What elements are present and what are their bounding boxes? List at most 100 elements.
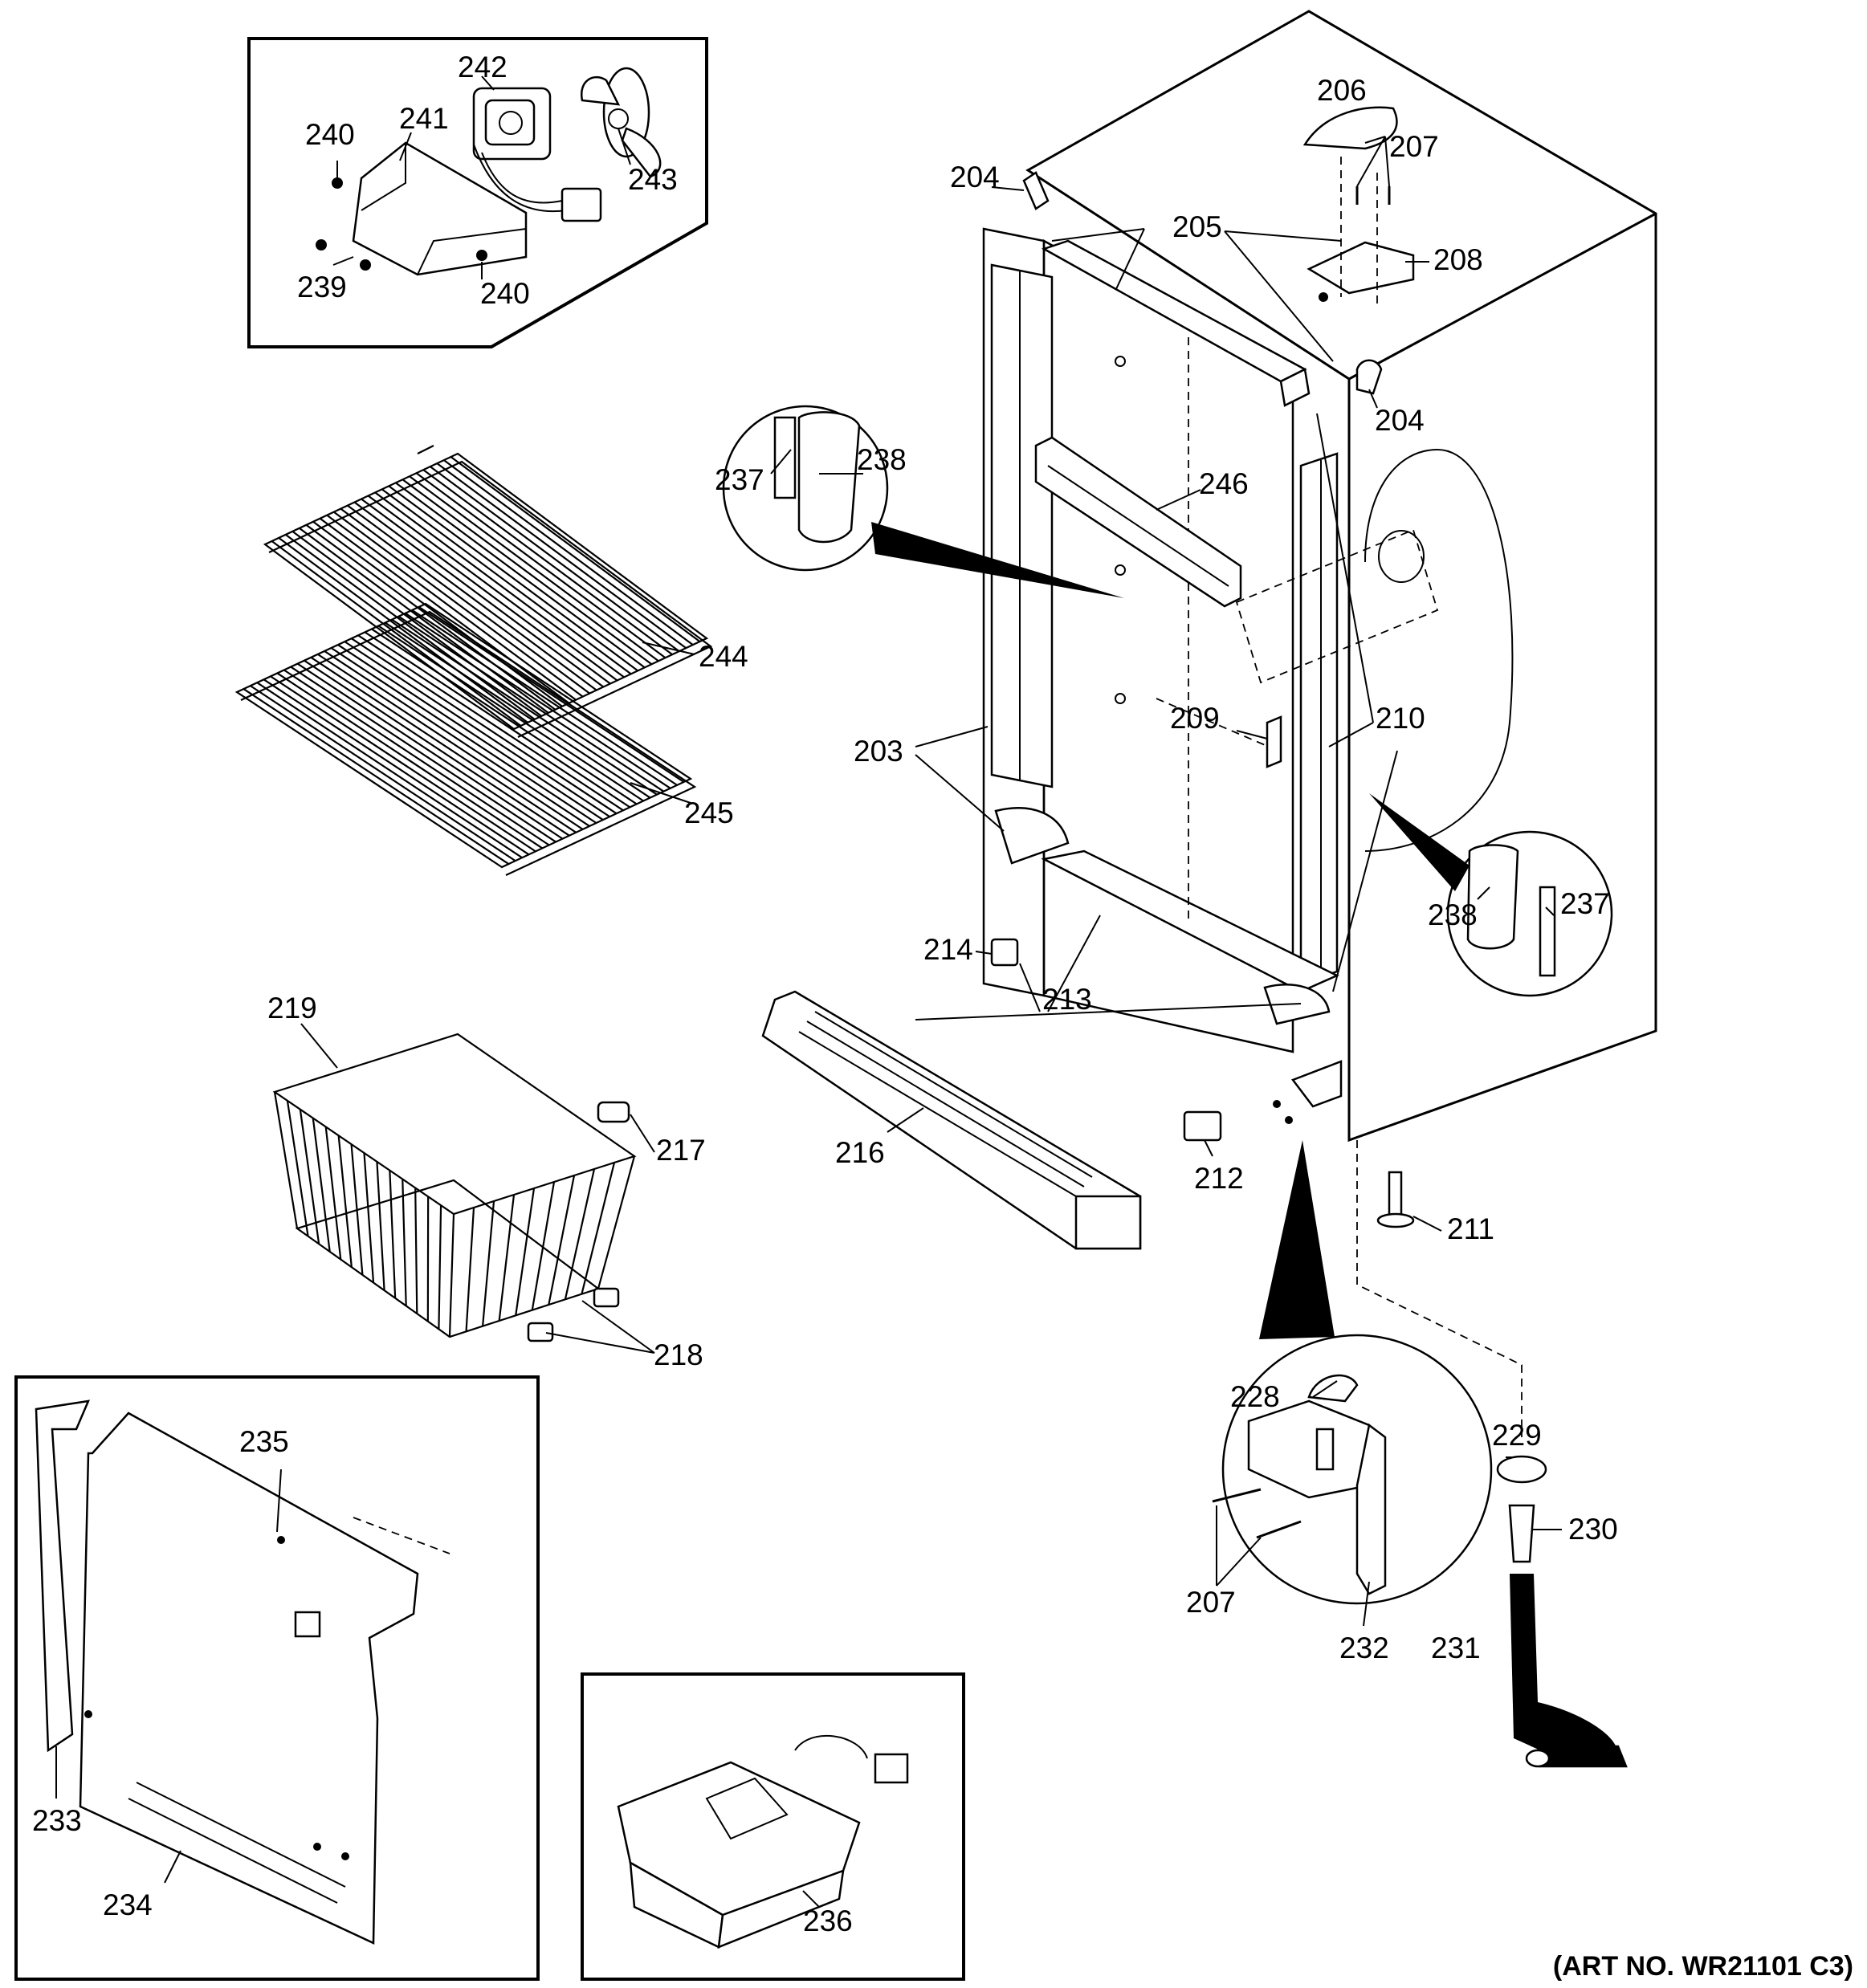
- wire-bar: [367, 495, 618, 682]
- wire-bar: [402, 479, 653, 666]
- wire-bar: [430, 466, 680, 653]
- wire-bar: [498, 1194, 516, 1322]
- callout-218: 218: [654, 1338, 703, 1371]
- callout-245: 245: [684, 796, 734, 829]
- leveling-wrench: [1496, 1455, 1628, 1768]
- wire-bar: [291, 530, 542, 717]
- callout-231: 231: [1431, 1632, 1481, 1664]
- callout-204-b: 204: [1375, 404, 1425, 437]
- wire-bar: [296, 662, 564, 840]
- wire-bar: [285, 534, 536, 720]
- callout-205: 205: [1172, 210, 1222, 243]
- callout-241: 241: [399, 102, 449, 135]
- wire-bar: [376, 1161, 385, 1291]
- callout-228: 228: [1230, 1380, 1280, 1413]
- wire-bar: [564, 1168, 596, 1300]
- wire-bar: [324, 1126, 342, 1260]
- wire-bar: [333, 511, 584, 698]
- wire-bar: [515, 1188, 536, 1316]
- freezer-basket: [272, 1033, 637, 1342]
- wire-bar: [337, 1135, 353, 1268]
- wire-bar: [278, 537, 528, 723]
- callout-236: 236: [803, 1904, 853, 1937]
- wire-bar: [250, 685, 516, 862]
- wire-bar: [283, 669, 550, 846]
- callout-212: 212: [1194, 1162, 1244, 1195]
- wire-bar: [312, 1118, 331, 1253]
- callout-244: 244: [699, 640, 748, 673]
- callout-242: 242: [458, 51, 508, 84]
- wire-bar: [402, 1179, 407, 1306]
- wire-bar: [422, 469, 673, 656]
- callout-243: 243: [628, 163, 678, 196]
- toe-grille: [761, 990, 1142, 1250]
- callout-213: 213: [1042, 983, 1092, 1016]
- gasket-detail-lower: [1369, 793, 1613, 997]
- wire-bar: [405, 612, 671, 789]
- wire-bar: [482, 1200, 495, 1326]
- wire-bar: [443, 459, 694, 646]
- callout-207-b: 207: [1186, 1586, 1236, 1619]
- callout-206: 206: [1317, 74, 1367, 107]
- wire-bar: [276, 672, 543, 849]
- callout-233: 233: [32, 1804, 82, 1837]
- leader-lines: [55, 136, 1562, 1908]
- wire-bar: [290, 666, 556, 843]
- callout-204: 204: [950, 161, 1000, 194]
- wire-bar: [305, 523, 556, 711]
- wire-bar: [256, 682, 523, 859]
- callout-214: 214: [923, 933, 973, 966]
- wire-bar: [371, 628, 638, 805]
- callout-238-b: 238: [1428, 898, 1478, 931]
- callout-230: 230: [1568, 1513, 1618, 1546]
- callout-235: 235: [239, 1425, 289, 1458]
- wire-bar: [531, 1181, 556, 1310]
- wire-shelf-245: [234, 602, 697, 876]
- wire-bar: [465, 1207, 475, 1332]
- wire-bar: [374, 491, 625, 678]
- callout-240: 240: [305, 118, 355, 151]
- wire-bar: [357, 634, 624, 812]
- wire-bar: [351, 638, 618, 815]
- wire-bar: [388, 485, 638, 672]
- hinge-detail: [1212, 1140, 1493, 1605]
- gasket-detail-upper: [722, 405, 1124, 598]
- wire-bar: [317, 653, 584, 830]
- wire-bar: [304, 659, 570, 837]
- wire-bar: [271, 540, 522, 727]
- wire-bar: [438, 1205, 442, 1330]
- wire-bar: [299, 527, 549, 714]
- wire-bar: [270, 675, 536, 853]
- fan-motor-inset: [247, 37, 708, 348]
- wire-bar: [330, 647, 597, 824]
- wire-bar: [344, 641, 610, 818]
- wire-bar: [414, 1188, 418, 1314]
- callout-239: 239: [297, 271, 347, 303]
- wire-bar: [310, 656, 577, 833]
- wire-bar: [411, 609, 678, 786]
- callout-232: 232: [1339, 1632, 1389, 1664]
- wire-bar: [326, 514, 577, 701]
- wire-bar: [389, 1170, 397, 1298]
- callout-207: 207: [1389, 130, 1439, 163]
- wire-bar: [395, 482, 646, 669]
- callout-237-b: 237: [1560, 887, 1610, 920]
- wire-bar: [385, 621, 651, 799]
- callout-237: 237: [715, 463, 764, 496]
- wire-bar: [418, 606, 685, 783]
- callout-211: 211: [1447, 1212, 1494, 1245]
- callout-246: 246: [1199, 467, 1249, 500]
- callout-217: 217: [656, 1134, 706, 1167]
- wire-bar: [581, 1162, 616, 1294]
- callout-208: 208: [1433, 243, 1483, 276]
- callout-labels: 240 241 242 243 239 240 204 205 206 207 …: [32, 51, 1853, 1982]
- callout-219: 219: [267, 992, 317, 1025]
- wire-shelf-244: [263, 445, 713, 738]
- callout-210: 210: [1376, 702, 1425, 735]
- wire-bar: [377, 625, 644, 802]
- wire-bar: [391, 618, 658, 796]
- wire-bar: [312, 520, 563, 707]
- wire-bar: [299, 1109, 320, 1245]
- wire-bar: [286, 1100, 309, 1236]
